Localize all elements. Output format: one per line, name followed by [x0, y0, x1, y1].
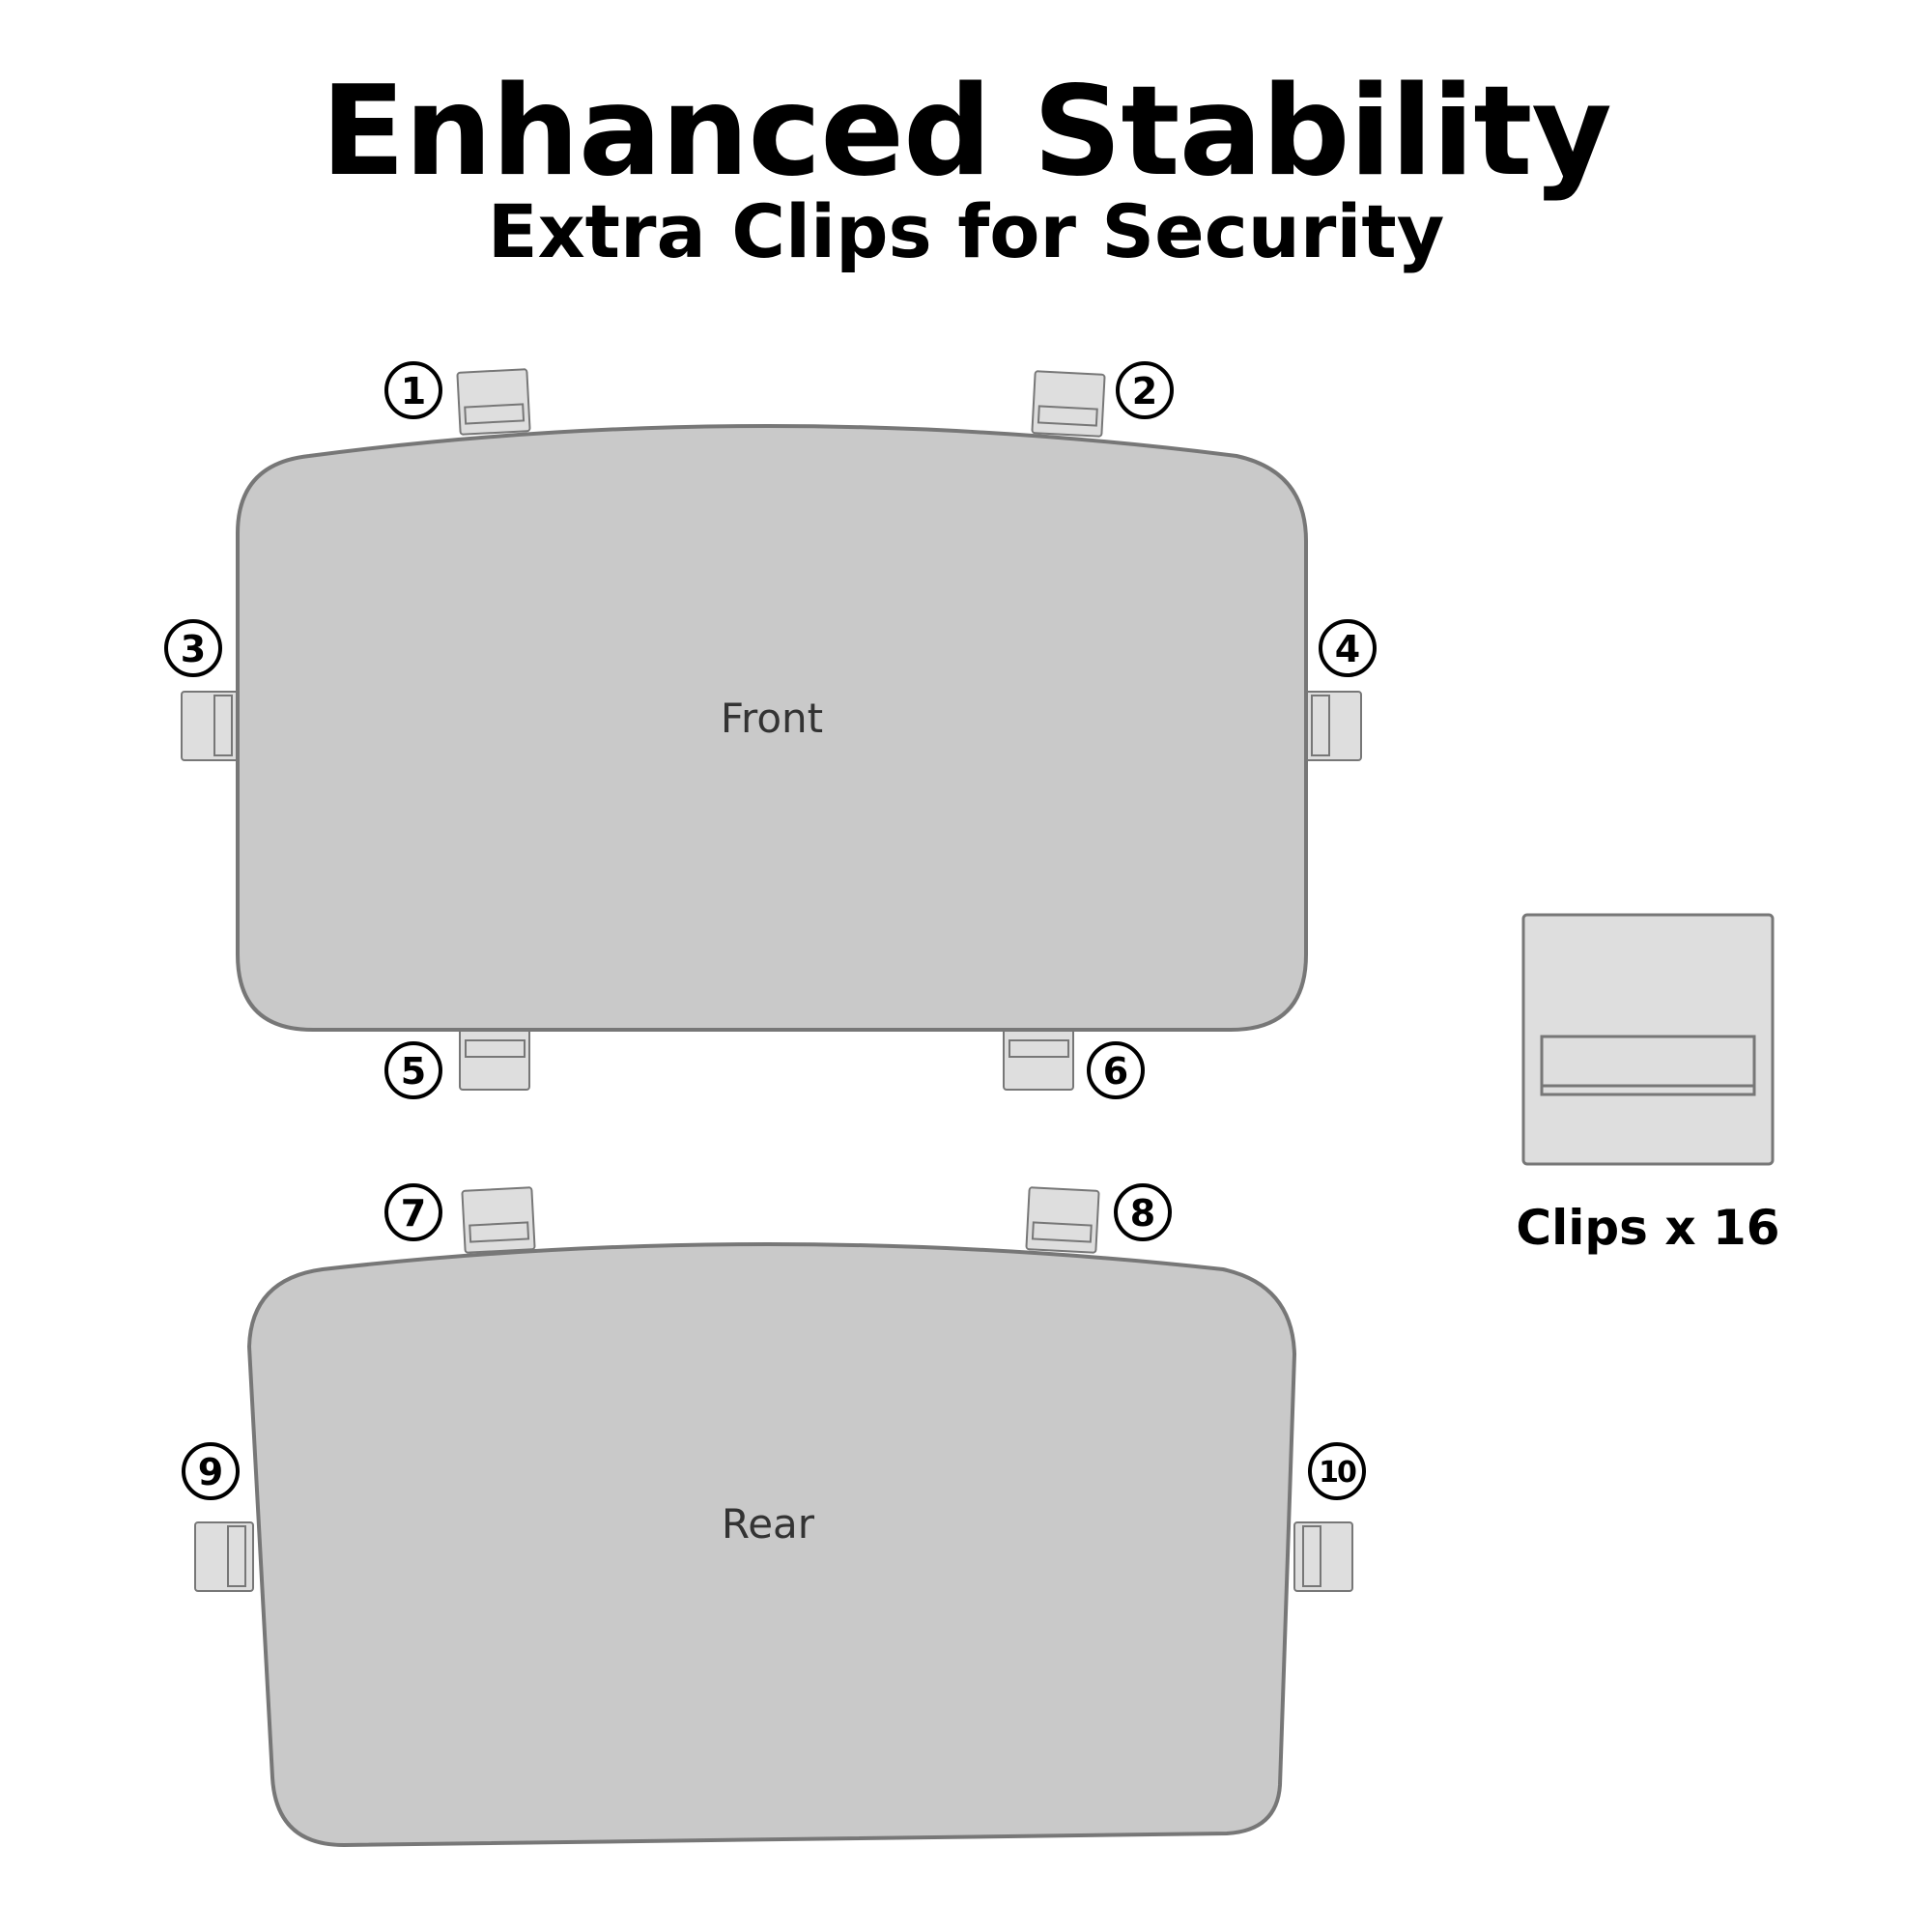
- marker-5: 5: [384, 1041, 442, 1099]
- marker-1-label: 1: [401, 370, 426, 412]
- marker-8-label: 8: [1130, 1192, 1155, 1235]
- marker-3-label: 3: [181, 628, 206, 670]
- marker-3: 3: [164, 619, 222, 677]
- clip-4: [1302, 691, 1362, 761]
- marker-5-label: 5: [401, 1050, 426, 1093]
- clip-10: [1293, 1521, 1353, 1592]
- front-panel-label: Front: [721, 695, 823, 742]
- marker-7-label: 7: [401, 1192, 426, 1235]
- marker-10-label: 10: [1319, 1456, 1356, 1490]
- marker-10: 10: [1308, 1442, 1366, 1500]
- page-title: Enhanced Stability: [321, 60, 1612, 204]
- clip-7: [461, 1186, 536, 1254]
- rear-panel-label: Rear: [722, 1500, 815, 1548]
- clip-legend: Clips x 16: [1516, 913, 1780, 1256]
- marker-8: 8: [1114, 1183, 1172, 1241]
- marker-1: 1: [384, 361, 442, 419]
- marker-6-label: 6: [1103, 1050, 1128, 1093]
- marker-2: 2: [1116, 361, 1174, 419]
- front-panel-shape: [236, 424, 1308, 1032]
- clip-legend-label: Clips x 16: [1516, 1200, 1779, 1256]
- rear-panel-shape: [246, 1242, 1297, 1848]
- marker-4-label: 4: [1335, 628, 1360, 670]
- clip-1: [456, 368, 531, 436]
- marker-6: 6: [1087, 1041, 1145, 1099]
- marker-7: 7: [384, 1183, 442, 1241]
- clip-2: [1031, 370, 1106, 438]
- clip-6: [1003, 1018, 1074, 1091]
- clip-3: [181, 691, 241, 761]
- marker-2-label: 2: [1132, 370, 1157, 412]
- marker-9: 9: [182, 1442, 240, 1500]
- clip-9: [194, 1521, 254, 1592]
- marker-9-label: 9: [198, 1451, 223, 1493]
- marker-4: 4: [1319, 619, 1377, 677]
- rear-panel: Rear: [194, 1186, 1353, 1848]
- front-panel: Front: [181, 368, 1362, 1091]
- clip-8: [1025, 1186, 1100, 1254]
- page-subtitle: Extra Clips for Security: [487, 188, 1445, 274]
